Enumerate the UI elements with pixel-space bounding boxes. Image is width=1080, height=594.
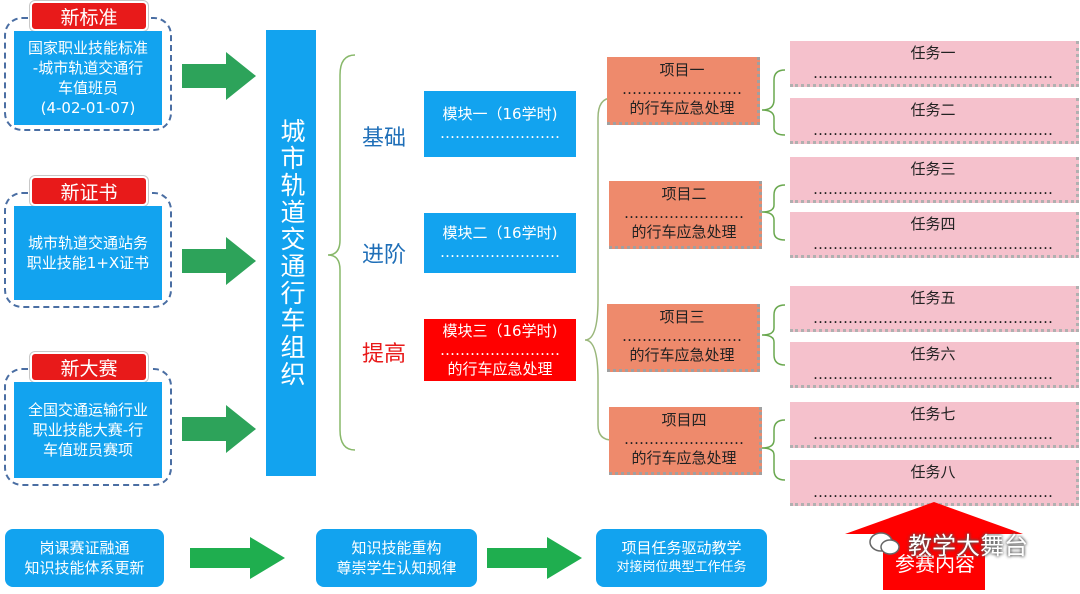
module-dots: …………………… bbox=[440, 340, 560, 359]
task-name: 任务二 bbox=[910, 100, 956, 119]
module-dots: …………………… bbox=[440, 124, 560, 142]
tag-new-certificate: 新证书 bbox=[30, 176, 148, 206]
task-3: 任务三 ………………………………………… bbox=[790, 157, 1079, 203]
level-basic: 基础 bbox=[362, 126, 407, 151]
standard-box: 国家职业技能标准 -城市轨道交通行 车值班员 (4-02-01-07) bbox=[14, 31, 162, 125]
project-dots: …………………… bbox=[624, 204, 744, 222]
task-name: 任务五 bbox=[910, 288, 956, 307]
project-title: 项目二 bbox=[661, 185, 707, 203]
wechat-icon bbox=[869, 531, 900, 555]
summary-box-3: 项目任务驱动教学 对接岗位典型工作任务 bbox=[596, 529, 767, 587]
tag-label: 新证书 bbox=[60, 181, 118, 204]
arrow-right-icon bbox=[182, 52, 257, 100]
project-4: 项目四 …………………… 的行车应急处理 bbox=[609, 407, 762, 475]
module-title: 模块三（16学时) bbox=[442, 321, 558, 340]
summary-box-1: 岗课赛证融通 知识技能体系更新 bbox=[5, 529, 164, 587]
text-line: 知识技能重构 bbox=[351, 539, 442, 557]
task-dots: ………………………………………… bbox=[813, 308, 1053, 327]
level-improve: 提高 bbox=[362, 342, 407, 367]
task-dots: ………………………………………… bbox=[813, 120, 1053, 139]
text-line: 车值班员赛项 bbox=[42, 441, 133, 459]
project-dots: …………………… bbox=[622, 80, 742, 98]
text-line: 知识技能体系更新 bbox=[24, 559, 145, 577]
up-arrow-icon bbox=[845, 502, 1025, 594]
tag-label: 新标准 bbox=[60, 6, 118, 29]
module-1: 模块一（16学时) …………………… bbox=[423, 90, 577, 158]
project-dots: …………………… bbox=[624, 430, 744, 448]
project-subtitle: 的行车应急处理 bbox=[631, 449, 737, 467]
tag-label: 新大赛 bbox=[60, 357, 118, 380]
text-line: 尊崇学生认知规律 bbox=[336, 559, 457, 577]
level-advanced: 进阶 bbox=[362, 243, 407, 268]
project-title: 项目四 bbox=[661, 411, 707, 429]
text-line: 城市轨道交通站务 bbox=[27, 234, 148, 252]
module-3: 模块三（16学时) …………………… 的行车应急处理 bbox=[423, 318, 577, 382]
task-2: 任务二 ………………………………………… bbox=[790, 98, 1079, 144]
task-dots: ………………………………………… bbox=[813, 63, 1053, 82]
tag-new-standard: 新标准 bbox=[30, 1, 148, 31]
text-line: 全国交通运输行业 bbox=[27, 401, 148, 419]
module-dots: …………………… bbox=[440, 243, 560, 261]
course-title-text: 城市轨道交通行车组织 bbox=[277, 118, 306, 388]
course-title: 城市轨道交通行车组织 bbox=[266, 30, 316, 476]
text-line: 国家职业技能标准 bbox=[27, 39, 148, 57]
task-name: 任务七 bbox=[910, 404, 956, 423]
watermark: 教学大舞台 bbox=[868, 526, 1028, 561]
task-name: 任务八 bbox=[910, 462, 956, 481]
competition-box: 全国交通运输行业 职业技能大赛-行 车值班员赛项 bbox=[14, 382, 162, 478]
task-4: 任务四 ………………………………………… bbox=[790, 212, 1079, 258]
watermark-text: 教学大舞台 bbox=[908, 532, 1028, 560]
module-2: 模块二（16学时) …………………… bbox=[423, 212, 577, 274]
task-7: 任务七 ………………………………………… bbox=[790, 402, 1079, 448]
text-line: 车值班员 bbox=[57, 79, 118, 97]
arrow-right-icon bbox=[182, 405, 257, 453]
arrow-label: 参赛内容 bbox=[895, 551, 975, 576]
task-name: 任务四 bbox=[910, 214, 956, 233]
module-title: 模块一（16学时) bbox=[442, 105, 558, 123]
task-name: 任务六 bbox=[910, 344, 956, 363]
task-name: 任务一 bbox=[910, 43, 956, 62]
text-line: 职业技能1+X证书 bbox=[26, 254, 150, 272]
text-line: (4-02-01-07) bbox=[40, 99, 136, 117]
task-8: 任务八 ………………………………………… bbox=[790, 460, 1079, 506]
task-dots: ………………………………………… bbox=[813, 234, 1053, 253]
text-line: 对接岗位典型工作任务 bbox=[616, 560, 747, 575]
project-title: 项目三 bbox=[659, 308, 705, 326]
task-dots: ………………………………………… bbox=[813, 424, 1053, 443]
task-dots: ………………………………………… bbox=[813, 482, 1053, 501]
certificate-box: 城市轨道交通站务 职业技能1+X证书 bbox=[14, 206, 162, 300]
project-3: 项目三 …………………… 的行车应急处理 bbox=[607, 304, 760, 372]
task-5: 任务五 ………………………………………… bbox=[790, 286, 1079, 332]
text-line: 岗课赛证融通 bbox=[39, 539, 130, 557]
project-subtitle: 的行车应急处理 bbox=[631, 223, 737, 241]
project-subtitle: 的行车应急处理 bbox=[629, 346, 735, 364]
project-dots: …………………… bbox=[622, 327, 742, 345]
task-dots: ………………………………………… bbox=[813, 179, 1053, 198]
project-title: 项目一 bbox=[659, 61, 705, 79]
task-dots: ………………………………………… bbox=[813, 364, 1053, 383]
tag-new-competition: 新大赛 bbox=[30, 352, 148, 382]
text-line: -城市轨道交通行 bbox=[32, 59, 144, 77]
project-subtitle: 的行车应急处理 bbox=[629, 99, 735, 117]
project-1: 项目一 …………………… 的行车应急处理 bbox=[607, 57, 760, 125]
module-title: 模块二（16学时) bbox=[442, 224, 558, 242]
project-2: 项目二 …………………… 的行车应急处理 bbox=[609, 181, 762, 249]
text-line: 项目任务驱动教学 bbox=[621, 539, 742, 557]
arrow-right-icon bbox=[487, 537, 583, 579]
summary-box-2: 知识技能重构 尊崇学生认知规律 bbox=[316, 529, 477, 587]
text-line: 职业技能大赛-行 bbox=[32, 421, 144, 439]
task-name: 任务三 bbox=[910, 159, 956, 178]
task-1: 任务一 ………………………………………… bbox=[790, 41, 1079, 87]
task-6: 任务六 ………………………………………… bbox=[790, 342, 1079, 388]
arrow-right-icon bbox=[182, 237, 257, 285]
arrow-right-icon bbox=[190, 537, 286, 579]
module-subtitle: 的行车应急处理 bbox=[447, 359, 553, 378]
